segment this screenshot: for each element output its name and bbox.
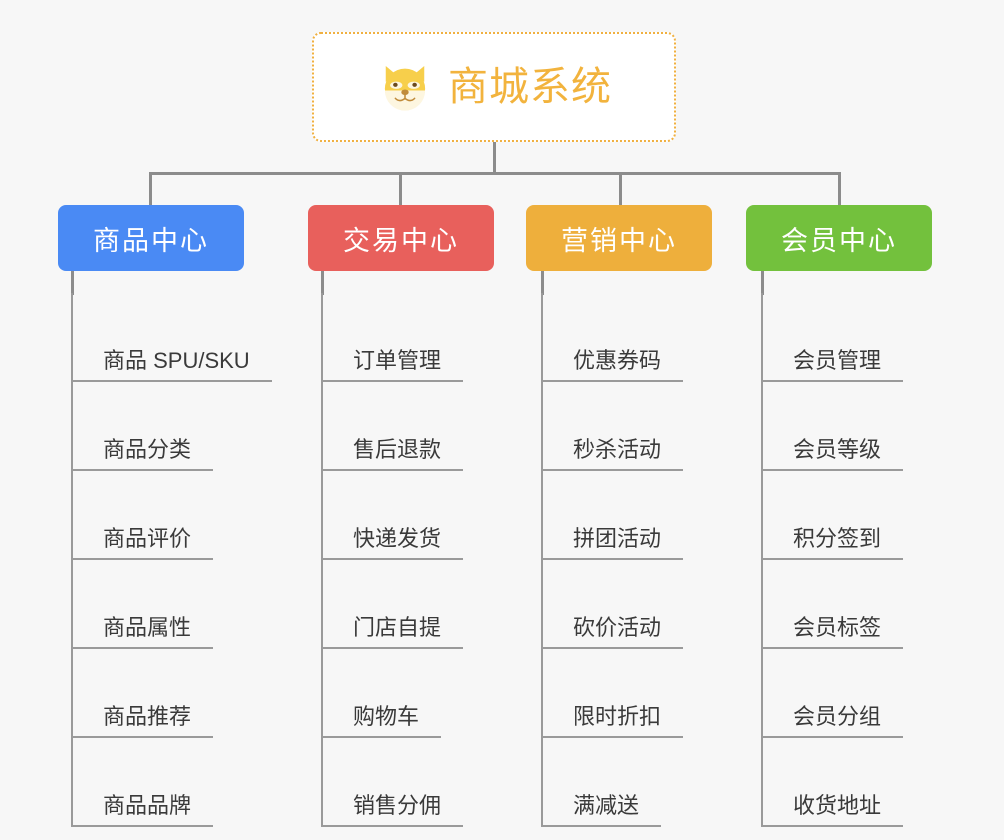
list-item[interactable]: 购物车 (323, 649, 463, 738)
leaf-list-4: 会员管理 会员等级 积分签到 会员标签 会员分组 收货地址 (761, 293, 904, 827)
list-item[interactable]: 商品属性 (73, 560, 272, 649)
connector-root-stem (493, 142, 496, 174)
leaf-label: 商品评价 (73, 526, 214, 560)
connector-category-stem-3 (541, 271, 544, 295)
list-item[interactable]: 收货地址 (763, 738, 904, 827)
list-item[interactable]: 优惠券码 (543, 293, 684, 382)
leaf-list-3: 优惠券码 秒杀活动 拼团活动 砍价活动 限时折扣 满减送 (541, 293, 684, 827)
branch-column-4: 会员中心 (746, 205, 932, 271)
leaf-label: 商品品牌 (73, 793, 214, 827)
branch-column-1: 商品中心 (58, 205, 244, 271)
leaf-label: 砍价活动 (543, 615, 684, 649)
leaf-label: 会员标签 (763, 615, 904, 649)
leaf-label: 会员管理 (763, 348, 904, 382)
connector-category-stem-4 (761, 271, 764, 295)
leaf-label: 拼团活动 (543, 526, 684, 560)
leaf-label: 积分签到 (763, 526, 904, 560)
list-item[interactable]: 秒杀活动 (543, 382, 684, 471)
list-item[interactable]: 快递发货 (323, 471, 464, 560)
leaf-list-2: 订单管理 售后退款 快递发货 门店自提 购物车 销售分佣 (321, 293, 464, 827)
connector-drop-3 (619, 172, 622, 207)
connector-category-stem-1 (71, 271, 74, 295)
list-item[interactable]: 会员管理 (763, 293, 904, 382)
leaf-label: 销售分佣 (323, 793, 464, 827)
list-item[interactable]: 会员标签 (763, 560, 904, 649)
leaf-label: 售后退款 (323, 437, 464, 471)
leaf-label: 限时折扣 (543, 704, 684, 738)
leaf-label: 商品属性 (73, 615, 214, 649)
root-title: 商城系统 (448, 65, 612, 109)
connector-category-stem-2 (321, 271, 324, 295)
category-header-1[interactable]: 商品中心 (58, 205, 244, 271)
category-header-4[interactable]: 会员中心 (746, 205, 932, 271)
list-item[interactable]: 售后退款 (323, 382, 464, 471)
leaf-label: 会员分组 (763, 704, 904, 738)
list-item[interactable]: 商品分类 (73, 382, 272, 471)
list-item[interactable]: 门店自提 (323, 560, 464, 649)
leaf-label: 秒杀活动 (543, 437, 684, 471)
list-item[interactable]: 商品 SPU/SKU (73, 293, 272, 382)
category-header-3[interactable]: 营销中心 (526, 205, 712, 271)
leaf-label: 会员等级 (763, 437, 904, 471)
root-node[interactable]: 商城系统 (312, 32, 676, 142)
leaf-label: 订单管理 (323, 348, 464, 382)
leaf-label: 商品分类 (73, 437, 214, 471)
list-item[interactable]: 订单管理 (323, 293, 464, 382)
connector-drop-2 (399, 172, 402, 207)
category-header-2[interactable]: 交易中心 (308, 205, 494, 271)
branch-column-3: 营销中心 (526, 205, 712, 271)
branch-column-2: 交易中心 (308, 205, 494, 271)
connector-drop-4 (838, 172, 841, 207)
leaf-label: 门店自提 (323, 615, 464, 649)
list-item[interactable]: 会员等级 (763, 382, 904, 471)
leaf-label: 满减送 (543, 793, 662, 827)
list-item[interactable]: 满减送 (543, 738, 683, 827)
leaf-label: 优惠券码 (543, 348, 684, 382)
list-item[interactable]: 销售分佣 (323, 738, 464, 827)
list-item[interactable]: 商品推荐 (73, 649, 272, 738)
connector-drop-1 (149, 172, 152, 207)
leaf-label: 购物车 (323, 704, 442, 738)
connector-horizontal-bus (149, 172, 841, 175)
list-item[interactable]: 会员分组 (763, 649, 904, 738)
list-item[interactable]: 拼团活动 (543, 471, 684, 560)
list-item[interactable]: 积分签到 (763, 471, 904, 560)
list-item[interactable]: 商品品牌 (73, 738, 272, 827)
leaf-label: 收货地址 (763, 793, 904, 827)
list-item[interactable]: 限时折扣 (543, 649, 684, 738)
leaf-label: 快递发货 (323, 526, 464, 560)
shiba-dog-face-icon (384, 66, 426, 111)
list-item[interactable]: 商品评价 (73, 471, 272, 560)
list-item[interactable]: 砍价活动 (543, 560, 684, 649)
leaf-list-1: 商品 SPU/SKU 商品分类 商品评价 商品属性 商品推荐 商品品牌 (71, 293, 272, 827)
leaf-label: 商品推荐 (73, 704, 214, 738)
leaf-label: 商品 SPU/SKU (73, 348, 272, 382)
